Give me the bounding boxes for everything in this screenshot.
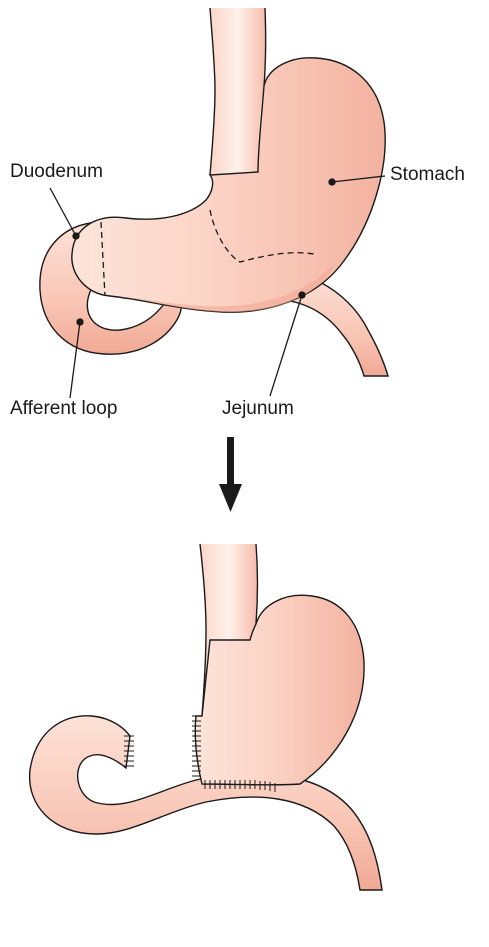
before-figure [40,8,388,398]
afferent-staple-line [124,736,134,766]
label-afferent-loop: Afferent loop [10,398,117,420]
down-arrow-icon [219,437,242,512]
label-stomach: Stomach [390,164,465,186]
label-duodenum: Duodenum [10,161,103,183]
label-jejunum: Jejunum [222,398,294,420]
after-figure [30,544,382,890]
esophagus-top [210,8,266,175]
